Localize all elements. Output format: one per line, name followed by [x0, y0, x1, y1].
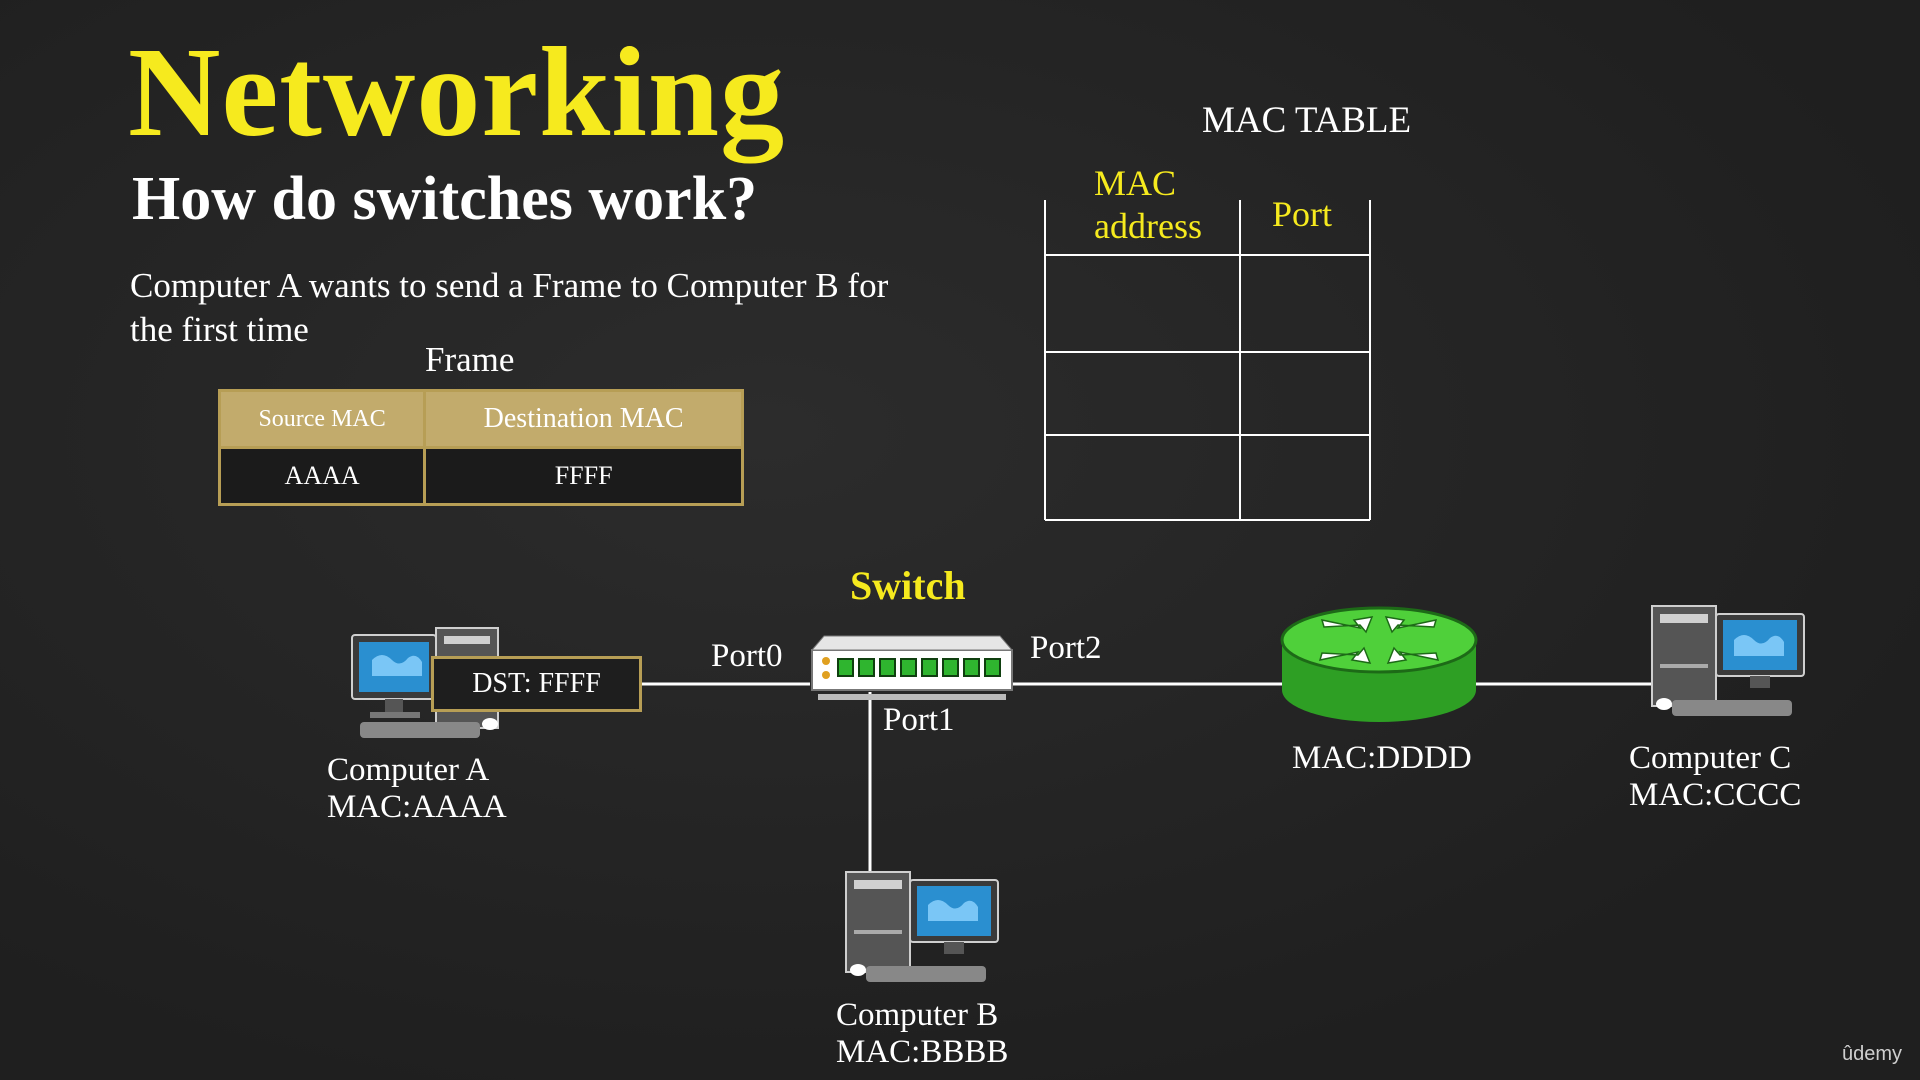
scenario-description: Computer A wants to send a Frame to Comp…	[130, 266, 889, 349]
router-mac-label: MAC:DDDD	[1292, 740, 1472, 776]
port0-label: Port0	[711, 638, 783, 674]
router-icon	[1280, 606, 1478, 722]
switch-icon	[810, 635, 1014, 700]
computer-a-mac: MAC:AAAA	[327, 789, 507, 825]
udemy-watermark: ûdemy	[1841, 1043, 1902, 1065]
computer-c-label: Computer C MAC:CCCC	[1629, 740, 1801, 814]
frame-label: Frame	[425, 340, 515, 379]
computer-c-icon	[1651, 605, 1805, 716]
mac-table-title: MAC TABLE	[1202, 100, 1412, 141]
frame-header-source: Source MAC	[217, 389, 427, 449]
port1-label: Port1	[883, 702, 955, 738]
computer-b-icon	[845, 871, 999, 982]
computer-c-name: Computer C	[1629, 740, 1792, 776]
computer-b-label: Computer B MAC:BBBB	[836, 997, 1008, 1071]
frame-table: Source MAC Destination MAC AAAA FFFF	[217, 389, 744, 506]
mac-table-grid	[1044, 200, 1371, 521]
packet-label: DST: FFFF	[431, 656, 642, 712]
port2-label: Port2	[1030, 630, 1102, 666]
computer-a-name: Computer A	[327, 752, 490, 788]
computer-a-label: Computer A MAC:AAAA	[327, 752, 507, 826]
page-title: Networking	[128, 21, 786, 163]
computer-b-name: Computer B	[836, 997, 999, 1033]
computer-c-mac: MAC:CCCC	[1629, 777, 1802, 813]
network-links	[640, 682, 1660, 872]
frame-header-destination: Destination MAC	[423, 389, 744, 449]
frame-value-source: AAAA	[217, 446, 427, 506]
switch-label: Switch	[850, 563, 966, 608]
mac-table-header-port: Port	[1272, 194, 1333, 234]
frame-value-destination: FFFF	[423, 446, 744, 506]
mac-table-header-mac: MAC address	[1094, 163, 1202, 246]
page-subtitle: How do switches work?	[132, 165, 758, 233]
computer-b-mac: MAC:BBBB	[836, 1034, 1009, 1070]
